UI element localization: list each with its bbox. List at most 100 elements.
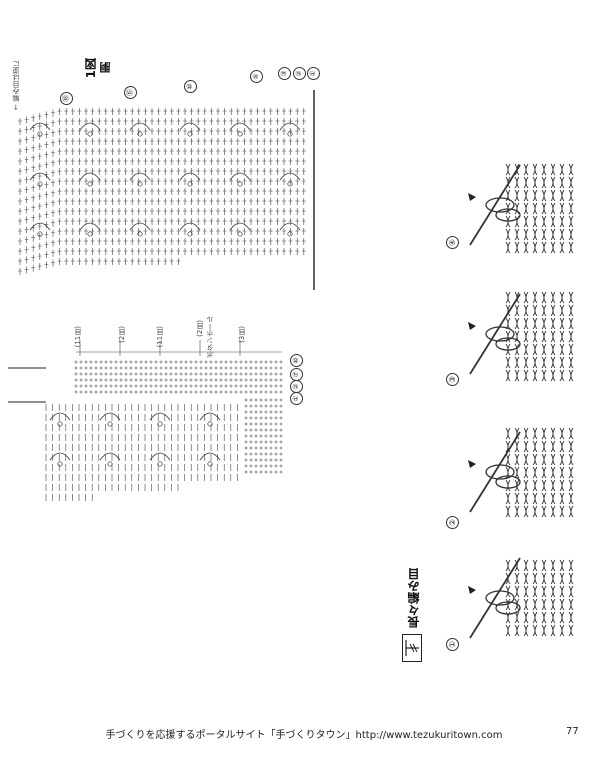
- fabric-stitch: [507, 215, 511, 228]
- fabric-stitch: [534, 228, 538, 241]
- shell-mark: [79, 222, 101, 231]
- fabric-stitch: [516, 440, 520, 453]
- fabric-stitch: [552, 559, 556, 572]
- fabric-stitch: [552, 202, 556, 215]
- fabric-stitch: [507, 317, 511, 330]
- fabric-stitch: [543, 624, 547, 637]
- shell-mark: [49, 412, 71, 421]
- fabric-stitch: [570, 572, 574, 585]
- fabric-stitch: [516, 492, 520, 505]
- chain-mark: [287, 181, 293, 187]
- fabric-stitch: [552, 317, 556, 330]
- chain-mark: [287, 231, 293, 237]
- fabric-stitch: [507, 241, 511, 254]
- fabric-stitch: [570, 163, 574, 176]
- fabric-stitch: [534, 317, 538, 330]
- fabric-stitch: [552, 163, 556, 176]
- fabric-stitch: [507, 492, 511, 505]
- fabric-stitch: [525, 427, 529, 440]
- fabric-stitch: [525, 291, 529, 304]
- shell-mark: [279, 222, 301, 231]
- chain-mark: [87, 231, 93, 237]
- shell-mark: [149, 452, 171, 461]
- fabric-stitch: [570, 369, 574, 382]
- fabric-stitch: [516, 176, 520, 189]
- chain-mark: [237, 181, 243, 187]
- fabric-stitch: [561, 624, 565, 637]
- fabric-stitch: [516, 356, 520, 369]
- chain-mark: [237, 131, 243, 137]
- fabric-stitch: [516, 304, 520, 317]
- fabric-stitch: [534, 585, 538, 598]
- fabric-stitch: [552, 585, 556, 598]
- fabric-stitch: [561, 189, 565, 202]
- chain-mark: [137, 231, 143, 237]
- fabric-stitch: [516, 228, 520, 241]
- fabric-stitch: [570, 598, 574, 611]
- fabric-stitch: [570, 356, 574, 369]
- fabric-stitch: [525, 228, 529, 241]
- fabric-stitch: [525, 453, 529, 466]
- shell-mark: [29, 172, 51, 181]
- fabric-stitch: [507, 585, 511, 598]
- fabric-stitch: [543, 453, 547, 466]
- fabric-stitch: [516, 624, 520, 637]
- chain-mark: [187, 131, 193, 137]
- fabric-stitch: [516, 189, 520, 202]
- fabric-stitch: [570, 624, 574, 637]
- shell-mark: [79, 172, 101, 181]
- fabric-stitch: [570, 453, 574, 466]
- fabric-stitch: [525, 611, 529, 624]
- shell-mark: [199, 452, 221, 461]
- fabric-stitch: [552, 369, 556, 382]
- fabric-stitch: [543, 291, 547, 304]
- shell-mark: [99, 452, 121, 461]
- fabric-stitch: [507, 505, 511, 518]
- shell-mark: [99, 412, 121, 421]
- fabric-stitch: [516, 427, 520, 440]
- fabric-stitch: [516, 241, 520, 254]
- fabric-stitch: [570, 440, 574, 453]
- fabric-stitch: [525, 585, 529, 598]
- fabric-stitch: [525, 624, 529, 637]
- fabric-stitch: [516, 453, 520, 466]
- fabric-stitch: [570, 505, 574, 518]
- shell-mark: [229, 172, 251, 181]
- yarn-loop: [485, 464, 515, 480]
- fabric-stitch: [534, 453, 538, 466]
- fabric-stitch: [561, 202, 565, 215]
- fabric-stitch: [570, 176, 574, 189]
- page-number: 77: [566, 726, 579, 737]
- fabric-stitch: [561, 611, 565, 624]
- fabric-stitch: [534, 466, 538, 479]
- fabric-stitch: [570, 559, 574, 572]
- fabric-stitch: [543, 317, 547, 330]
- yarn-loop: [495, 601, 521, 615]
- chain-mark: [137, 131, 143, 137]
- fabric-stitch: [534, 241, 538, 254]
- fabric-stitch: [516, 572, 520, 585]
- fabric-stitch: [507, 163, 511, 176]
- fabric-stitch: [507, 369, 511, 382]
- fabric-stitch: [507, 453, 511, 466]
- fabric-stitch: [516, 585, 520, 598]
- fabric-stitch: [552, 215, 556, 228]
- shell-mark: [199, 412, 221, 421]
- fabric-stitch: [561, 505, 565, 518]
- chain-mark: [37, 231, 43, 237]
- fabric-stitch: [516, 215, 520, 228]
- shell-mark: [129, 222, 151, 231]
- fabric-stitch: [534, 215, 538, 228]
- fabric-stitch: [561, 466, 565, 479]
- fabric-stitch: [561, 291, 565, 304]
- fabric-stitch: [561, 215, 565, 228]
- fabric-stitch: [534, 559, 538, 572]
- fabric-stitch: [534, 492, 538, 505]
- fabric-stitch: [561, 427, 565, 440]
- fabric-stitch: [561, 304, 565, 317]
- fabric-stitch: [561, 356, 565, 369]
- fabric-stitch: [543, 202, 547, 215]
- fabric-stitch: [570, 479, 574, 492]
